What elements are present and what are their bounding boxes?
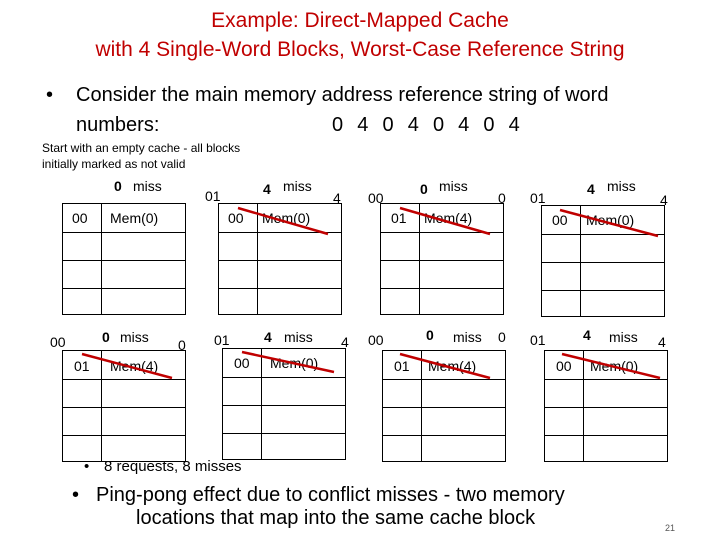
step1-tag: 00	[72, 210, 88, 226]
step3-request: 0	[420, 181, 428, 197]
step2-tag-old: 01	[205, 188, 221, 204]
step2-block: Mem(0)	[262, 210, 311, 226]
step3-tag: 01	[391, 210, 407, 226]
strike-step8	[561, 352, 661, 380]
step5-request: 0	[102, 329, 110, 345]
step5-tag-old: 00	[50, 334, 66, 350]
step8-result: miss	[609, 329, 638, 345]
step8-next-address: 4	[658, 334, 666, 350]
step4-result: miss	[607, 178, 636, 194]
note-line2: initially marked as not valid	[42, 157, 186, 171]
bullet-marker: •	[84, 458, 90, 475]
step6-request: 4	[264, 329, 272, 345]
step4-block: Mem(0)	[586, 212, 635, 228]
strike-step7	[399, 352, 491, 380]
slide-title-line1: Example: Direct-Mapped Cache	[211, 9, 509, 32]
step8-request: 4	[583, 327, 591, 343]
strike-step6	[241, 350, 335, 374]
step6-next-address: 4	[341, 334, 349, 350]
step7-result: miss	[453, 329, 482, 345]
strike-step5	[81, 352, 173, 380]
step8-tag: 00	[556, 358, 572, 374]
step1-request: 0	[114, 178, 122, 194]
page-number: 21	[665, 523, 676, 533]
bullet2-text: 8 requests, 8 misses	[104, 458, 242, 475]
step3-result: miss	[439, 178, 468, 194]
step3-next-address: 0	[498, 190, 506, 206]
step8-tag-old: 01	[530, 332, 546, 348]
step4-request: 4	[587, 181, 595, 197]
step2-result: miss	[283, 178, 312, 194]
step5-result: miss	[120, 329, 149, 345]
cache-step3	[380, 203, 504, 315]
step7-next-address: 0	[498, 329, 506, 345]
slide-title-line2: with 4 Single-Word Blocks, Worst-Case Re…	[95, 38, 625, 61]
step3-block: Mem(4)	[424, 210, 473, 226]
reference-string: 0 4 0 4 0 4 0 4	[332, 114, 521, 136]
cache-step5	[62, 350, 186, 462]
step6-result: miss	[284, 329, 313, 345]
step4-tag: 00	[552, 212, 568, 228]
step7-request: 0	[426, 327, 434, 343]
step2-tag: 00	[228, 210, 244, 226]
step4-tag-old: 01	[530, 190, 546, 206]
bullet-marker: •	[72, 484, 80, 506]
step1-block: Mem(0)	[110, 210, 159, 226]
bullet1-line1: Consider the main memory address referen…	[76, 84, 609, 106]
step6-tag: 00	[234, 355, 250, 371]
cache-step1	[62, 203, 186, 315]
bullet3-line1: Ping-pong effect due to conflict misses …	[96, 484, 565, 506]
strike-step3	[399, 206, 491, 236]
step3-tag-old: 00	[368, 190, 384, 206]
note-line1: Start with an empty cache - all blocks	[42, 141, 241, 155]
step1-result: miss	[133, 178, 162, 194]
bullet3-line2: locations that map into the same cache b…	[136, 507, 536, 529]
cache-step2	[218, 203, 342, 315]
step7-tag-old: 00	[368, 332, 384, 348]
step5-tag: 01	[74, 358, 90, 374]
bullet-marker: •	[46, 84, 54, 106]
cache-step4	[541, 205, 665, 317]
step5-next-address: 0	[178, 337, 186, 353]
step4-next-address: 4	[660, 192, 668, 208]
bullet1-line2: numbers:	[76, 114, 160, 136]
strike-step4	[559, 208, 659, 238]
step7-tag: 01	[394, 358, 410, 374]
step6-tag-old: 01	[214, 332, 230, 348]
step2-request: 4	[263, 181, 271, 197]
strike-step2	[237, 206, 329, 236]
step2-next-address: 4	[333, 190, 341, 206]
cache-step7	[382, 350, 506, 462]
cache-step6	[222, 348, 346, 460]
cache-step8	[544, 350, 668, 462]
